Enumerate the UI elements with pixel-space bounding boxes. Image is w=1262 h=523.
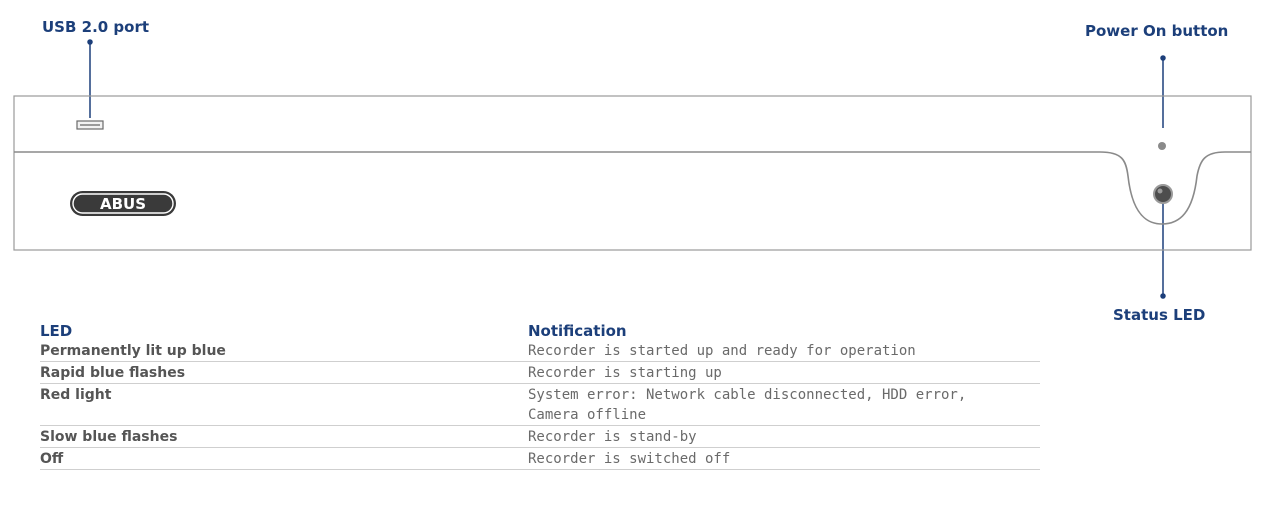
power-button-icon[interactable] — [1158, 142, 1166, 150]
notification-cell: Recorder is started up and ready for ope… — [528, 340, 1040, 362]
led-state-cell: Rapid blue flashes — [40, 361, 528, 384]
led-state-cell: Off — [40, 447, 528, 470]
led-column-header: LED — [40, 322, 73, 340]
notification-line: System error: Network cable disconnected… — [528, 387, 967, 403]
notification-cell: Recorder is starting up — [528, 361, 1040, 384]
table-header-row: LED Notification — [40, 316, 1040, 340]
notification-cell: System error: Network cable disconnected… — [528, 383, 1040, 426]
status-callout-dot — [1160, 293, 1166, 299]
led-status-table: LED Notification Permanently lit up blue… — [40, 316, 1040, 470]
led-state-cell: Slow blue flashes — [40, 425, 528, 448]
notification-cell: Recorder is switched off — [528, 447, 1040, 470]
usb-port-label: USB 2.0 port — [42, 18, 150, 36]
status-led-icon — [1153, 184, 1173, 204]
led-state-cell: Permanently lit up blue — [40, 340, 528, 362]
notification-line: Recorder is switched off — [528, 451, 731, 467]
recorder-front-panel: ABUS — [13, 39, 1252, 299]
led-state-cell: Red light — [40, 383, 528, 426]
notification-line: Recorder is starting up — [528, 365, 722, 381]
device-housing — [13, 95, 1252, 251]
notification-cell: Recorder is stand-by — [528, 425, 1040, 448]
abus-logo-text: ABUS — [100, 195, 146, 213]
notification-column-header: Notification — [528, 322, 627, 340]
notification-line: Camera offline — [528, 407, 647, 423]
abus-logo: ABUS — [70, 191, 176, 216]
power-button-label: Power On button — [1085, 22, 1229, 40]
usb-port-slot — [80, 124, 100, 126]
status-led-highlight — [1157, 188, 1163, 194]
panel-division-line — [14, 151, 1251, 225]
status-led-label: Status LED — [1113, 306, 1206, 324]
notification-line: Recorder is stand-by — [528, 429, 697, 445]
notification-line: Recorder is started up and ready for ope… — [528, 343, 916, 359]
